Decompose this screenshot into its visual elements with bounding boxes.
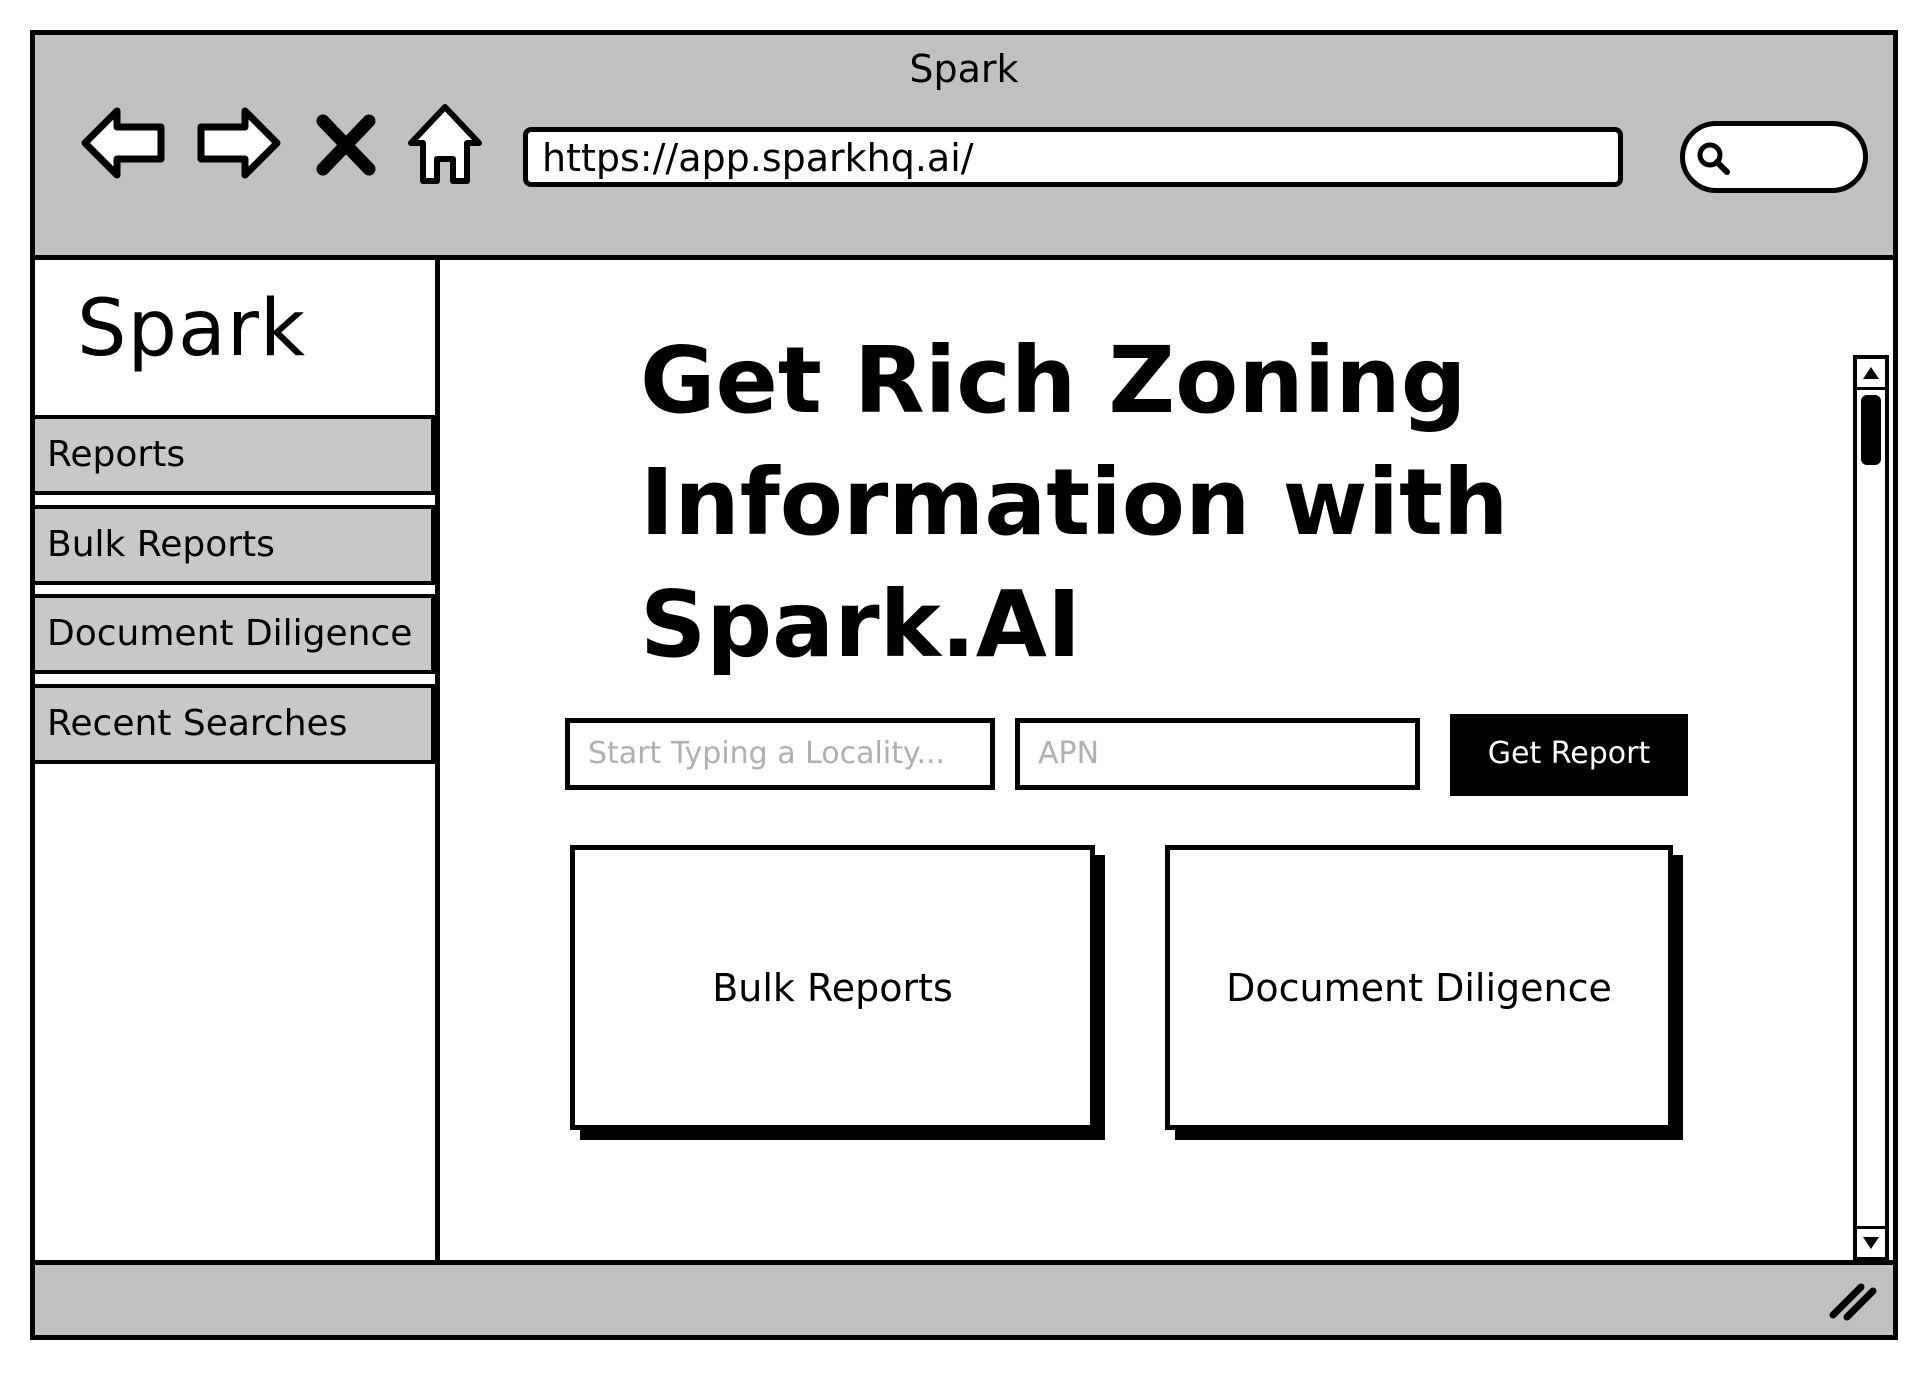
resize-grip-icon[interactable] bbox=[1827, 1277, 1879, 1321]
scroll-up-icon[interactable] bbox=[1857, 359, 1885, 390]
home-icon[interactable] bbox=[405, 97, 485, 189]
browser-search-field[interactable] bbox=[1680, 121, 1868, 193]
page-headline: Get Rich Zoning Information with Spark.A… bbox=[640, 320, 1540, 686]
sidebar-item-document-diligence[interactable]: Document Diligence bbox=[35, 594, 435, 674]
sidebar-item-bulk-reports[interactable]: Bulk Reports bbox=[35, 505, 435, 585]
sidebar-item-reports[interactable]: Reports bbox=[35, 415, 435, 495]
browser-window: Spark https://app.sparkhq.ai/ Spark Repo… bbox=[30, 30, 1898, 1340]
headline-line: Get Rich Zoning bbox=[640, 327, 1467, 434]
scroll-thumb[interactable] bbox=[1861, 395, 1881, 465]
status-bar bbox=[35, 1260, 1893, 1335]
window-title: Spark bbox=[909, 47, 1019, 91]
bulk-reports-card[interactable]: Bulk Reports bbox=[570, 845, 1095, 1130]
close-icon[interactable] bbox=[311, 97, 381, 189]
search-icon bbox=[1697, 142, 1730, 175]
headline-line: Information with bbox=[640, 449, 1509, 556]
headline-line: Spark.AI bbox=[640, 571, 1082, 678]
sidebar-item-recent-searches[interactable]: Recent Searches bbox=[35, 684, 435, 764]
address-bar[interactable]: https://app.sparkhq.ai/ bbox=[523, 127, 1623, 187]
back-arrow-icon[interactable] bbox=[77, 97, 169, 189]
get-report-button[interactable]: Get Report bbox=[1450, 714, 1688, 796]
main-content: Get Rich Zoning Information with Spark.A… bbox=[440, 260, 1893, 1260]
scroll-down-icon[interactable] bbox=[1857, 1226, 1885, 1257]
browser-toolbar: Spark https://app.sparkhq.ai/ bbox=[35, 35, 1893, 260]
forward-arrow-icon[interactable] bbox=[193, 97, 285, 189]
brand-logo: Spark bbox=[77, 284, 307, 374]
vertical-scrollbar[interactable] bbox=[1853, 355, 1889, 1261]
locality-input[interactable]: Start Typing a Locality... bbox=[565, 718, 995, 790]
document-diligence-card[interactable]: Document Diligence bbox=[1165, 845, 1673, 1130]
card-label: Bulk Reports bbox=[712, 965, 953, 1010]
card-label: Document Diligence bbox=[1226, 965, 1612, 1010]
sidebar: Spark Reports Bulk Reports Document Dili… bbox=[35, 260, 440, 1260]
apn-input[interactable]: APN bbox=[1015, 718, 1420, 790]
